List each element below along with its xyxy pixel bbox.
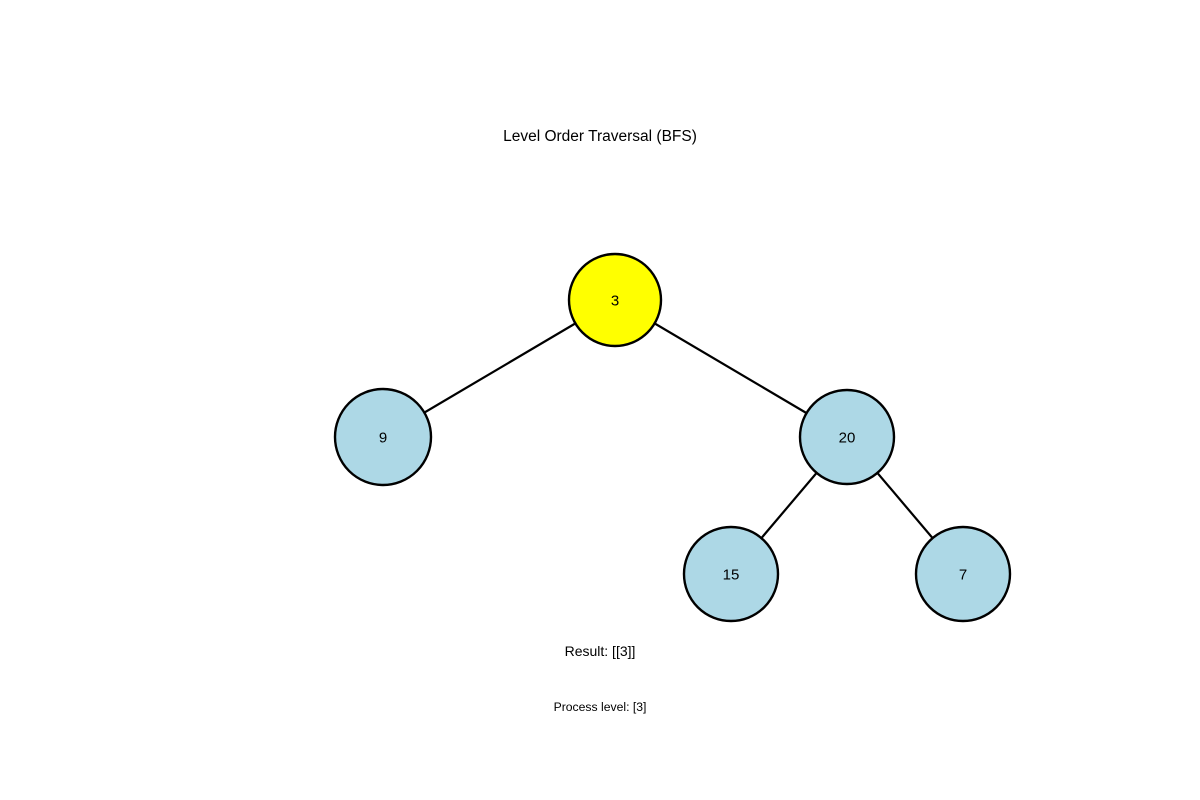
node-label-7: 7 bbox=[959, 567, 967, 584]
status-label: Process level: [3] bbox=[553, 700, 647, 714]
node-label-3: 3 bbox=[611, 293, 619, 310]
node-label-20: 20 bbox=[839, 430, 856, 447]
node-label-9: 9 bbox=[379, 430, 387, 447]
tree-node-7[interactable]: 7 bbox=[914, 525, 1012, 623]
node-circle-3[interactable] bbox=[567, 252, 663, 348]
node-circle-15[interactable] bbox=[682, 525, 780, 623]
node-layer: 3 9 20 15 7 bbox=[333, 252, 1012, 623]
page-title: Level Order Traversal (BFS) bbox=[503, 128, 697, 145]
result-label: Result: [[3]] bbox=[564, 643, 636, 659]
tree-node-15[interactable]: 15 bbox=[682, 525, 780, 623]
node-circle-9[interactable] bbox=[333, 387, 433, 487]
node-circle-20[interactable] bbox=[798, 388, 896, 486]
tree-node-20[interactable]: 20 bbox=[798, 388, 896, 486]
tree-node-9[interactable]: 9 bbox=[333, 387, 433, 487]
node-label-15: 15 bbox=[723, 567, 740, 584]
tree-node-3[interactable]: 3 bbox=[567, 252, 663, 348]
node-circle-7[interactable] bbox=[914, 525, 1012, 623]
